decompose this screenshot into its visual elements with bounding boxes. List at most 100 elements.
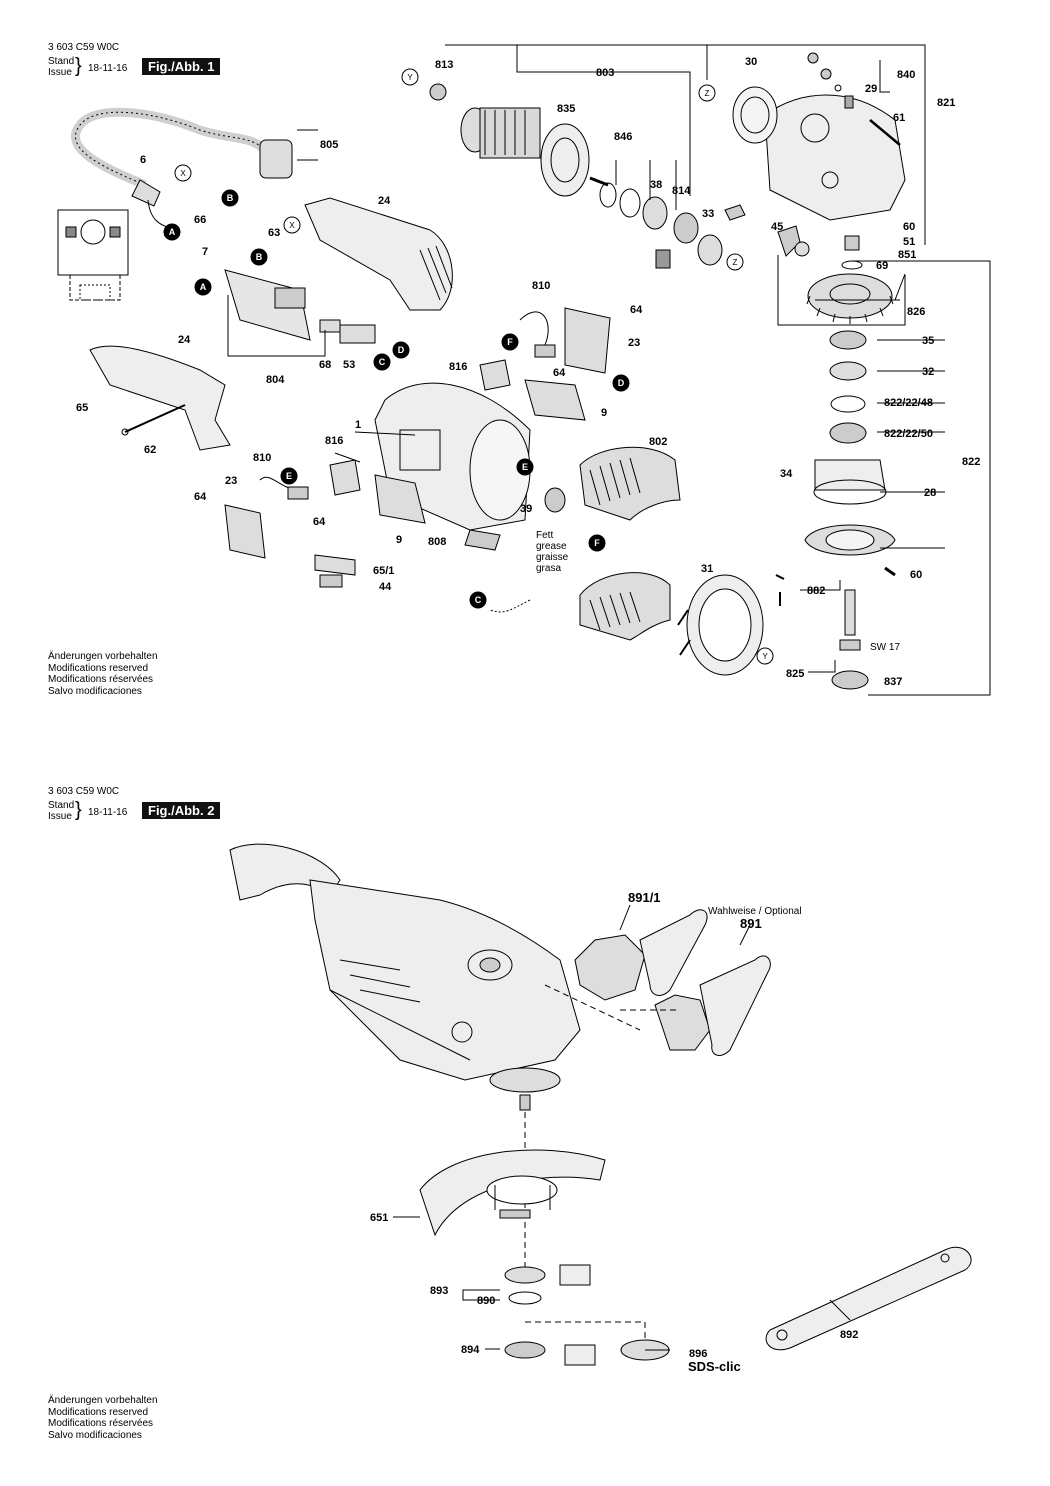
part-24-top: 24: [378, 195, 391, 207]
stand-label-2: Stand: [48, 800, 75, 811]
part-826: 826: [907, 306, 925, 318]
part-45: 45: [771, 221, 783, 233]
grease-es: grasa: [536, 563, 561, 574]
part-802: 802: [649, 436, 667, 448]
pinion-drawing: [777, 225, 863, 270]
part-9-top: 9: [601, 407, 607, 419]
grease-de: Fett: [536, 530, 553, 541]
part-7: 7: [202, 246, 208, 258]
part-23-left: 23: [225, 475, 237, 487]
connector-e: E: [286, 471, 292, 481]
part-30: 30: [745, 56, 757, 68]
note-en: Modifications reserved: [48, 1406, 149, 1418]
part-813: 813: [435, 59, 453, 71]
part-64-left: 64: [194, 491, 207, 503]
part-51: 51: [903, 236, 915, 248]
switch-assembly-drawing: [224, 269, 376, 344]
changes-note-2: Änderungen vorbehalten Modifications res…: [48, 1395, 158, 1441]
grease-fr: graisse: [536, 552, 569, 563]
note-fr: Modifications réservées: [48, 1418, 154, 1429]
part-35: 35: [922, 335, 934, 347]
spindle-parts-drawing: [775, 330, 896, 690]
issue-label-2: Issue: [48, 811, 72, 822]
part-6: 6: [140, 154, 146, 166]
part-890: 890: [477, 1295, 495, 1307]
issue-date-1: 18-11-16: [88, 63, 128, 74]
bevel-gear-drawing: [806, 273, 894, 324]
part-38: 38: [650, 179, 662, 191]
connector-letters: A B A B C D F D E E F C: [169, 193, 625, 605]
part-835: 835: [557, 103, 575, 115]
connector-markers-fig1: [163, 189, 630, 609]
spanner-drawing: [765, 1246, 972, 1351]
part-816-top: 816: [449, 361, 467, 373]
part-44: 44: [379, 581, 392, 593]
part-9-bottom: 9: [396, 534, 402, 546]
grease-en: grease: [536, 541, 567, 552]
part-805: 805: [320, 139, 338, 151]
part-60-top: 60: [903, 221, 915, 233]
part-1: 1: [355, 419, 361, 431]
part-53: 53: [343, 359, 355, 371]
connector-a: A: [169, 227, 176, 237]
side-handle-drawing: [89, 345, 231, 451]
part-821: 821: [937, 97, 955, 109]
part-60-bottom: 60: [910, 569, 922, 581]
connector-b: B: [227, 193, 234, 203]
connector-z: Z: [733, 258, 738, 267]
connector-letters-hollow: X X Y Z Z Y: [180, 73, 768, 661]
part-840: 840: [897, 69, 915, 81]
part-65-1: 65/1: [373, 565, 394, 577]
part-24-left: 24: [178, 334, 191, 346]
part-29: 29: [865, 83, 877, 95]
part-651: 651: [370, 1212, 388, 1224]
wrench-size-label: SW 17: [870, 642, 900, 653]
part-labels-fig1: 813 803 30 840 821 29 835 61 846 38 814 …: [76, 56, 980, 688]
part-822-22-50: 822/22/50: [884, 428, 933, 440]
brace-2: }: [75, 799, 82, 821]
connector-a: A: [200, 282, 207, 292]
part-891-1: 891/1: [628, 890, 661, 905]
issue-date-2: 18-11-16: [88, 807, 128, 818]
handle-top-drawing: [304, 197, 453, 311]
field-coil-drawing: [489, 446, 681, 641]
part-64-top: 64: [630, 304, 643, 316]
part-882: 882: [807, 585, 825, 597]
note-es: Salvo modificaciones: [48, 685, 142, 697]
part-803: 803: [596, 67, 614, 79]
connector-x: X: [289, 221, 295, 230]
connector-d: D: [398, 345, 405, 355]
connector-f: F: [507, 337, 513, 347]
part-825: 825: [786, 668, 804, 680]
note-en: Modifications reserved: [48, 662, 149, 674]
part-810-top: 810: [532, 280, 550, 292]
issue-label-1: Issue: [48, 67, 72, 78]
figure-tag-2: Fig./Abb. 2: [142, 802, 221, 819]
part-69: 69: [876, 260, 888, 272]
part-810-left: 810: [253, 452, 271, 464]
connector-y: Y: [407, 73, 413, 82]
part-804: 804: [266, 374, 285, 386]
leader-lines-fig2: [393, 904, 851, 1351]
guard-drawing: [419, 1149, 606, 1237]
note-fr: Modifications réservées: [48, 674, 154, 685]
note-de: Änderungen vorbehalten: [48, 1395, 158, 1406]
leader-lines-fig1: [227, 44, 991, 696]
gear-housing-drawing: [732, 52, 906, 221]
changes-note-1: Änderungen vorbehalten Modifications res…: [48, 651, 158, 697]
part-33: 33: [702, 208, 714, 220]
bearing-ring-set-drawing: [599, 182, 746, 269]
part-labels-fig2: 891/1 891 651 893 890 894 896 SDS-clic 8…: [370, 890, 858, 1374]
stand-label-1: Stand: [48, 56, 75, 67]
part-846: 846: [614, 131, 632, 143]
side-handles-drawing: [544, 909, 771, 1056]
doc-number-2: 3 603 C59 W0C: [48, 786, 120, 797]
brush-holder-drawing: [224, 307, 611, 588]
part-816-left: 816: [325, 435, 343, 447]
switch-schematic: [57, 209, 129, 301]
part-31: 31: [701, 563, 713, 575]
part-28: 28: [924, 487, 936, 499]
armature-drawing: [429, 83, 609, 197]
connector-e: E: [522, 462, 528, 472]
